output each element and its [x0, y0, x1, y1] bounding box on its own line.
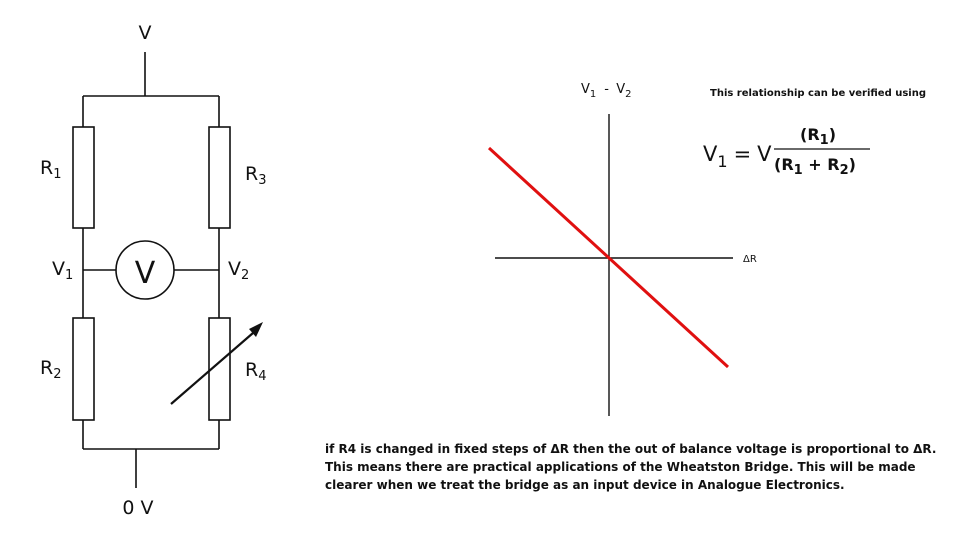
voltmeter-label: V: [135, 256, 156, 291]
supply-label: V: [139, 22, 152, 44]
ground-label: 0 V: [122, 497, 153, 519]
variable-resistor-arrow: [170, 322, 263, 405]
resistor-r3: [208, 126, 231, 229]
label-r1: R1: [40, 157, 61, 182]
caption-line-3: clearer when we treat the bridge as an i…: [325, 478, 845, 492]
relationship-line: [487, 146, 730, 369]
resistor-r1: [72, 126, 95, 229]
explanation-caption: if R4 is changed in fixed steps of ΔR th…: [325, 440, 955, 494]
caption-line-1: if R4 is changed in fixed steps of ΔR th…: [325, 442, 937, 456]
label-v2: V2: [228, 258, 249, 283]
resistor-r4: [208, 317, 231, 421]
label-r2: R2: [40, 357, 61, 382]
equation-numerator: (R1): [800, 125, 836, 148]
equation-denominator: (R1 + R2): [774, 155, 856, 178]
caption-line-2: This means there are practical applicati…: [325, 460, 916, 474]
label-r3: R3: [245, 163, 266, 188]
equation-lhs: V1=V: [703, 142, 772, 171]
resistor-r2: [72, 317, 95, 421]
y-axis-label: V1-V2: [581, 82, 632, 100]
voltmeter: [115, 240, 175, 300]
equation: V1=V (R1) (R1 + R2): [703, 125, 870, 178]
note-heading: This relationship can be verified using: [710, 88, 926, 99]
label-r4: R4: [245, 359, 266, 384]
circuit-wires: [82, 52, 220, 488]
x-axis-label: ΔR: [743, 254, 757, 265]
label-v1: V1: [52, 258, 73, 283]
graph: ΔR V1-V2: [487, 82, 757, 416]
